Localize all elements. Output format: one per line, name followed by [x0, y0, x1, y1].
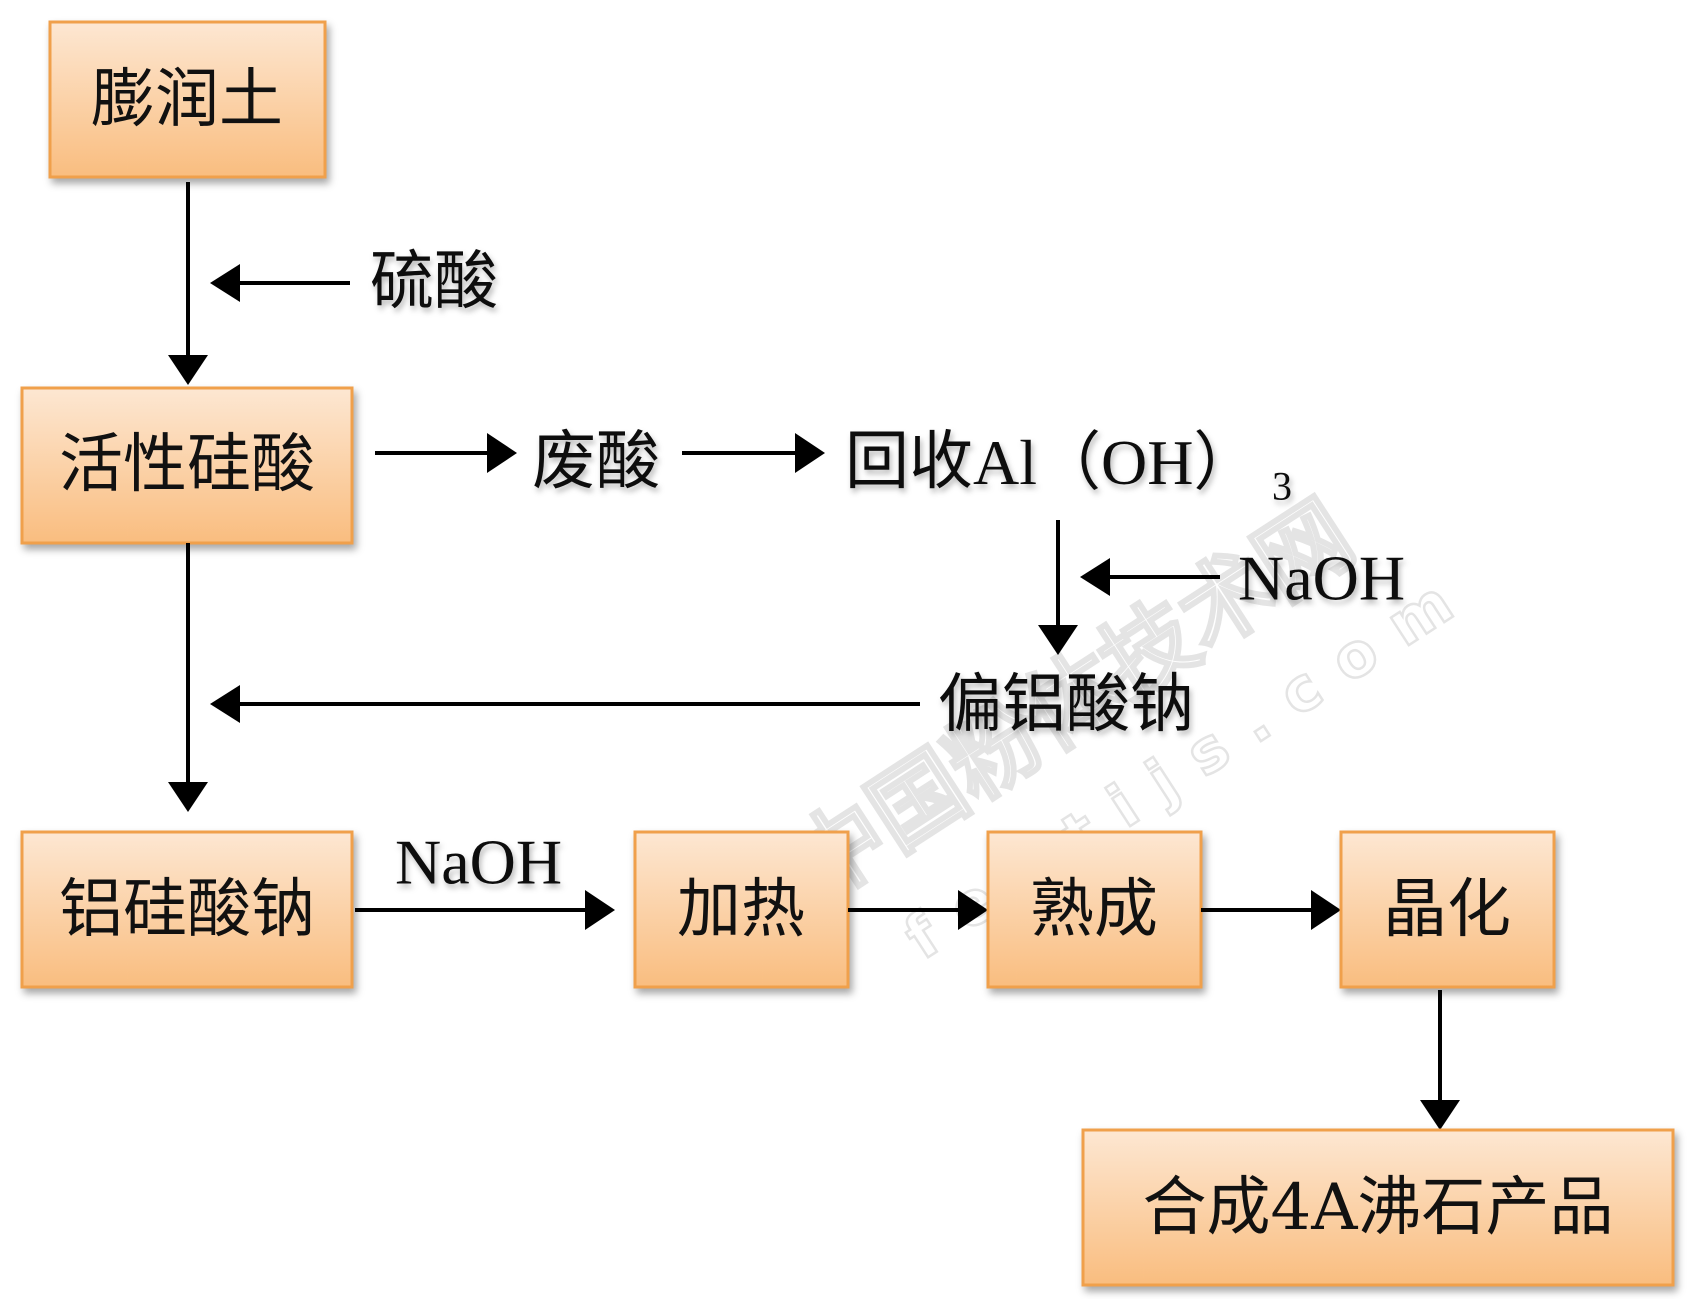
node-product-box [1081, 1128, 1675, 1287]
arrow-crystallization-to-product [1420, 990, 1460, 1130]
node-aging: 熟成 [986, 830, 1203, 989]
label-recover-aluminum-hydroxide: 回收Al（OH） 3 [845, 425, 1292, 509]
node-crystallization: 晶化 [1339, 830, 1556, 989]
arrow-waste-acid-to-recovery [682, 433, 825, 473]
arrow-silicic-to-aluminosilicate [168, 543, 208, 812]
arrow-aluminosilicate-to-heating [355, 890, 615, 930]
arrow-metaaluminate-to-mainline [210, 685, 920, 723]
arrow-naoh-right-input [1080, 558, 1220, 596]
arrow-heating-to-aging [848, 890, 988, 930]
node-bentonite-label: 膨润土 [91, 63, 283, 137]
node-heating: 加热 [633, 830, 850, 989]
node-heating-box [633, 830, 850, 989]
arrow-sulfuric-acid-input [210, 264, 350, 302]
node-product: 合成4A沸石产品 [1081, 1128, 1675, 1287]
node-aging-label: 熟成 [1030, 873, 1158, 947]
svg-text:回收Al（OH）: 回收Al（OH） [845, 425, 1257, 499]
label-waste-acid: 废酸 [532, 425, 660, 499]
arrow-aging-to-crystallization [1201, 890, 1341, 930]
node-sodium-aluminosilicate-box [20, 830, 354, 989]
node-crystallization-box [1339, 830, 1556, 989]
label-sodium-metaaluminate: 偏铝酸钠 [938, 668, 1194, 742]
node-active-silicic-acid-box [20, 386, 354, 545]
label-recover-prefix: 回收 [845, 425, 973, 499]
node-sodium-aluminosilicate: 铝硅酸钠 [20, 830, 354, 989]
label-naoh-bottom: NaOH [395, 827, 562, 898]
node-bentonite: 膨润土 [48, 20, 327, 179]
node-active-silicic-acid-label: 活性硅酸 [59, 428, 315, 502]
node-crystallization-label: 晶化 [1383, 873, 1511, 947]
label-sulfuric-acid: 硫酸 [370, 245, 498, 319]
node-heating-label: 加热 [677, 873, 805, 947]
arrow-silicic-to-waste-acid [375, 433, 517, 473]
node-product-label: 合成4A沸石产品 [1143, 1171, 1614, 1245]
label-recover-subscript: 3 [1272, 464, 1292, 509]
label-recover-formula: Al（OH） [973, 427, 1257, 498]
node-sodium-aluminosilicate-label: 铝硅酸钠 [59, 873, 315, 947]
node-bentonite-box [48, 20, 327, 179]
node-active-silicic-acid: 活性硅酸 [20, 386, 354, 545]
arrow-bentonite-to-silicic [168, 182, 208, 385]
arrow-hydroxide-to-metaaluminate [1038, 520, 1078, 655]
label-naoh-right: NaOH [1238, 543, 1405, 614]
